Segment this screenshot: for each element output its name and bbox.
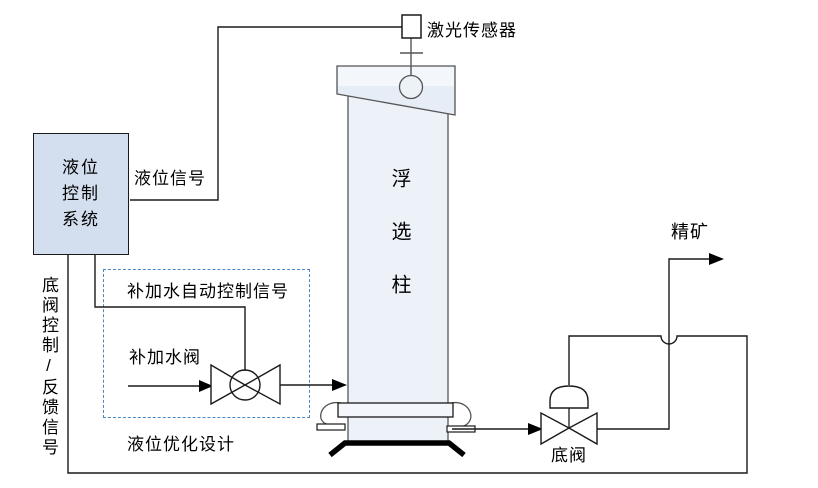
laser-sensor-box (401, 14, 422, 39)
control-box-label-line3: 系统 (62, 210, 100, 229)
column-stand-base (328, 440, 466, 458)
flotation-column-label: 浮选柱 (388, 168, 410, 327)
column-top-launder (336, 65, 456, 116)
level-optimization-label: 液位优化设计 (127, 435, 235, 454)
concentrate-arrowhead (709, 253, 724, 265)
makeup-water-signal-label: 补加水自动控制信号 (127, 282, 289, 301)
control-box-label-line1: 液位 (62, 158, 100, 177)
level-signal-label: 液位信号 (134, 169, 206, 188)
bottom-valve-label: 底阀 (551, 446, 587, 465)
level-float-circle (398, 74, 424, 100)
makeup-water-valve-label: 补加水阀 (129, 348, 201, 367)
valve-to-column-arrowhead (332, 379, 347, 391)
column-left-port (316, 423, 346, 431)
concentrate-line (597, 258, 710, 430)
concentrate-label: 精矿 (671, 222, 709, 242)
control-box-label-line2: 控制 (62, 184, 100, 203)
laser-sensor-label: 激光传感器 (427, 21, 517, 40)
column-to-bottom-valve-arrowhead (528, 423, 543, 435)
bottom-valve-right-triangle (567, 411, 598, 446)
column-right-loop-pipe (450, 402, 472, 428)
column-left-loop-pipe (320, 402, 342, 426)
level-control-system-box: 液位 控制 系统 (33, 133, 129, 255)
bottom-valve-actuator-dome (549, 385, 589, 409)
column-top-band (338, 67, 454, 86)
bottom-valve-left-triangle (540, 411, 571, 446)
column-flange-bar (337, 402, 454, 418)
bottom-valve-feedback-label: 底阀控制/反馈信号 (39, 276, 58, 458)
column-right-port (446, 425, 476, 433)
